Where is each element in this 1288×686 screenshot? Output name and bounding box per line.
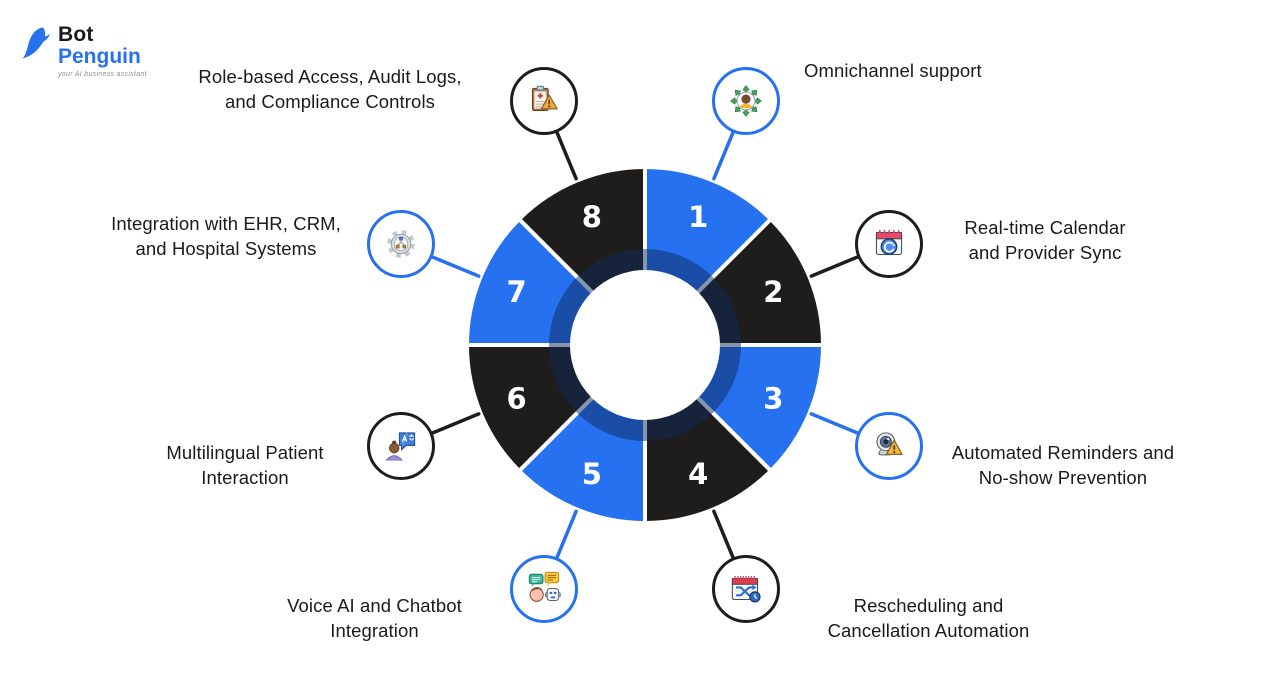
clipboard-alert-icon xyxy=(531,85,558,111)
voice-chatbot-icon xyxy=(528,571,561,602)
segment-number-8: 8 xyxy=(582,200,602,234)
label-line: Role-based Access, Audit Logs, xyxy=(198,66,462,87)
connector-1 xyxy=(712,129,736,181)
label-line: Omnichannel support xyxy=(804,60,982,81)
voice-chatbot-icon-circle xyxy=(510,555,578,623)
label-omnichannel-support: Omnichannel support xyxy=(804,58,1124,83)
connector-8 xyxy=(554,129,578,181)
gear-network-icon xyxy=(387,230,415,258)
label-voice-ai-chatbot: Voice AI and Chatbot Integration xyxy=(262,593,487,643)
label-line: No-show Prevention xyxy=(978,467,1148,488)
label-line: Voice AI and Chatbot xyxy=(287,595,462,616)
wheel-center-hole xyxy=(570,270,720,420)
label-line: Cancellation Automation xyxy=(827,620,1030,641)
webcam-alert-icon-circle xyxy=(855,412,923,480)
label-line: Multilingual Patient xyxy=(166,442,324,463)
logo-tagline: your AI business assistant xyxy=(58,71,147,79)
label-line: Integration xyxy=(330,620,419,641)
logo-text-penguin: Penguin xyxy=(58,45,141,69)
label-automated-reminders: Automated Reminders and No-show Preventi… xyxy=(938,440,1188,490)
label-ehr-crm-integration: Integration with EHR, CRM, and Hospital … xyxy=(93,211,359,261)
connector-3 xyxy=(809,412,861,436)
calendar-sync-icon-circle xyxy=(855,210,923,278)
penguin-logo-icon xyxy=(22,27,51,59)
label-line: Automated Reminders and xyxy=(951,442,1175,463)
connector-4 xyxy=(712,509,736,561)
label-line: and Provider Sync xyxy=(968,242,1122,263)
label-line: Real-time Calendar xyxy=(964,217,1126,238)
segment-number-6: 6 xyxy=(507,382,527,416)
segment-number-2: 2 xyxy=(763,275,783,309)
connector-2 xyxy=(809,254,861,278)
omnichannel-icon-circle xyxy=(712,67,780,135)
label-rescheduling-automation: Rescheduling and Cancellation Automation xyxy=(806,593,1051,643)
segment-number-7: 7 xyxy=(507,275,527,309)
segment-number-3: 3 xyxy=(763,382,783,416)
logo-text-bot: Bot xyxy=(58,23,94,46)
connector-5 xyxy=(554,509,578,561)
label-multilingual-interaction: Multilingual Patient Interaction xyxy=(140,440,350,490)
segment-number-1: 1 xyxy=(688,200,708,234)
wheel-inner-ring xyxy=(549,249,741,441)
calendar-sync-icon xyxy=(875,229,903,256)
connector-7 xyxy=(429,254,481,278)
gear-network-icon-circle xyxy=(367,210,435,278)
clipboard-alert-icon-circle xyxy=(510,67,578,135)
botpenguin-logo: Bot Penguin your AI business assistant xyxy=(20,23,147,79)
calendar-shuffle-icon xyxy=(731,576,761,603)
label-line: and Compliance Controls xyxy=(224,91,436,112)
logo-text: Bot Penguin your AI business assistant xyxy=(58,23,147,79)
label-realtime-calendar-sync: Real-time Calendar and Provider Sync xyxy=(945,215,1145,265)
label-line: Integration with EHR, CRM, xyxy=(111,213,341,234)
omnichannel-icon xyxy=(730,85,762,117)
segment-number-4: 4 xyxy=(688,457,708,491)
webcam-alert-icon xyxy=(876,432,903,456)
label-line: and Hospital Systems xyxy=(135,238,317,259)
connector-6 xyxy=(429,412,481,436)
label-line: Rescheduling and xyxy=(853,595,1004,616)
translate-person-icon xyxy=(385,432,416,461)
translate-person-icon-circle xyxy=(367,412,435,480)
label-role-based-access: Role-based Access, Audit Logs, and Compl… xyxy=(165,64,495,114)
segment-number-5: 5 xyxy=(582,457,602,491)
label-line: Interaction xyxy=(201,467,289,488)
calendar-shuffle-icon-circle xyxy=(712,555,780,623)
